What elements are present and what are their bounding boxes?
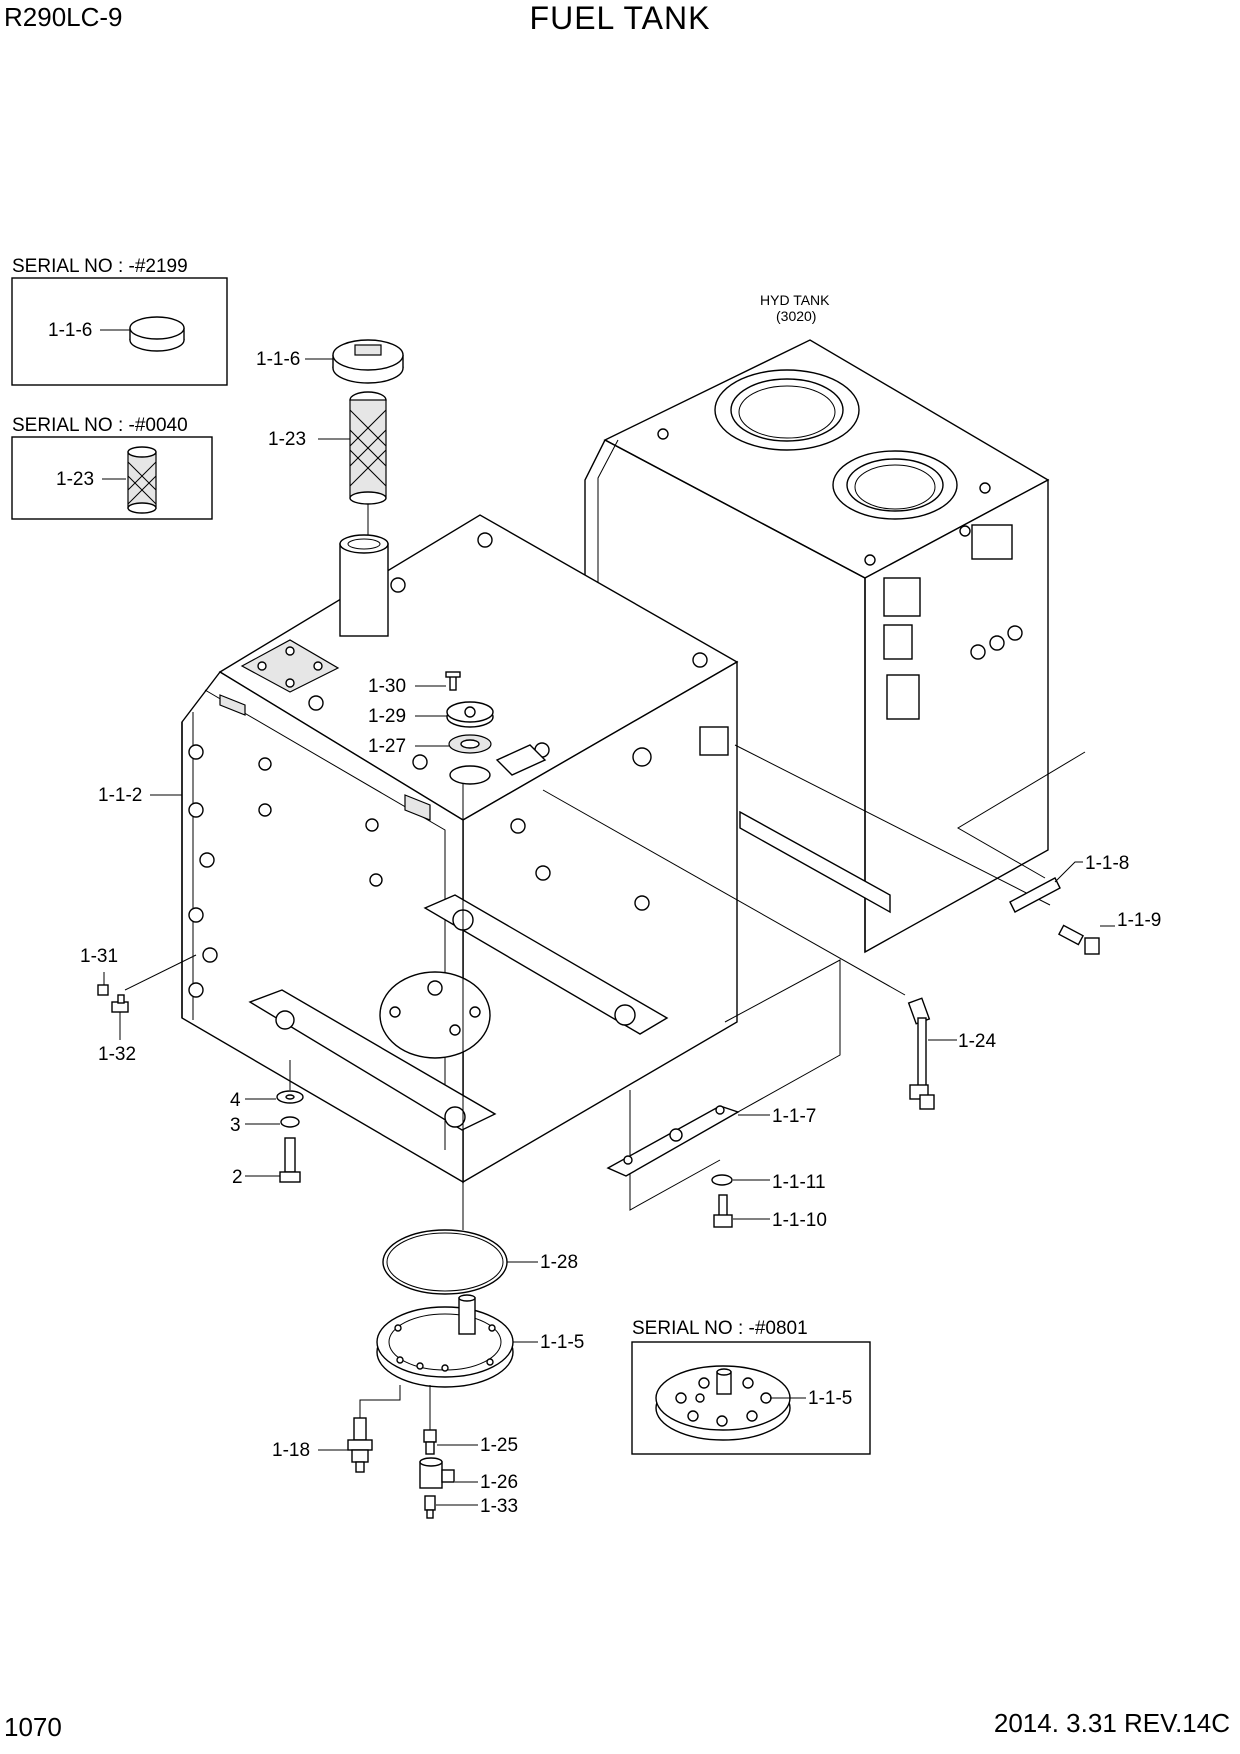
lock-washer-icon	[280, 1116, 300, 1128]
plug-icon	[424, 1495, 436, 1519]
o-ring-icon	[382, 1229, 508, 1295]
callout-label: 4	[230, 1090, 241, 1111]
callout-label: 1-1-6	[256, 349, 300, 370]
model-code: R290LC-9	[4, 2, 123, 32]
callout-label: 1-23	[56, 469, 94, 490]
callout-label: 1-30	[368, 676, 406, 697]
cover-plate-icon	[376, 1294, 514, 1388]
callout-label: 1-1-9	[1117, 910, 1161, 931]
gasket-icon	[448, 734, 492, 754]
callout-label: 1-25	[480, 1435, 518, 1456]
inset-serial-0801: SERIAL NO : -#0801 1-1-5	[631, 1318, 871, 1455]
bolt-icon	[713, 1194, 733, 1228]
callout-label: 1-18	[272, 1440, 310, 1461]
page-title: FUEL TANK	[529, 0, 711, 36]
connector-icon	[423, 1429, 437, 1455]
level-gauge-icon	[907, 997, 935, 1110]
fuel-cap-icon	[332, 339, 404, 384]
hyd-tank-code: (3020)	[776, 308, 816, 324]
inset-frame	[11, 436, 213, 520]
inset-serial-0040: SERIAL NO : -#0040 1-23	[11, 415, 213, 520]
callout-label: 1-31	[80, 946, 118, 967]
callout-label: 1-1-7	[772, 1106, 816, 1127]
callout-label: 1-1-5	[540, 1332, 584, 1353]
callout-label: 1-32	[98, 1044, 136, 1065]
callout-label: 1-28	[540, 1252, 578, 1273]
washer-icon	[276, 1090, 304, 1104]
page-number: 1070	[4, 1712, 62, 1742]
callout-label: 1-27	[368, 736, 406, 757]
elbow-icon	[419, 1457, 455, 1489]
callout-label: 1-1-2	[98, 785, 142, 806]
gauge-screw-icon	[445, 671, 461, 691]
hyd-tank-label: HYD TANK	[760, 292, 830, 308]
bracket-plate-icon	[1009, 877, 1061, 913]
inset-serial-label: SERIAL NO : -#0801	[632, 1318, 808, 1339]
callout-label: 1-1-11	[772, 1172, 826, 1193]
callout-label: 1-29	[368, 706, 406, 727]
drain-valve-icon	[347, 1417, 373, 1473]
gauge-flange-icon	[446, 701, 494, 728]
callout-label: 1-1-8	[1085, 853, 1129, 874]
plug-icon	[97, 984, 129, 1013]
strainer-icon	[127, 446, 157, 514]
inset-frame	[631, 1341, 871, 1455]
callout-label: 1-24	[958, 1031, 996, 1052]
leg-bracket-icon	[606, 1105, 740, 1177]
cap-icon	[129, 316, 185, 352]
callout-label: 1-23	[268, 429, 306, 450]
inset-serial-label: SERIAL NO : -#0040	[12, 415, 188, 436]
inset-serial-2199: SERIAL NO : -#2199 1-1-6	[11, 256, 228, 386]
washer-icon	[711, 1174, 733, 1186]
fuel-tank-body	[181, 514, 1051, 1230]
inset-frame	[11, 277, 228, 386]
callout-label: 1-33	[480, 1496, 518, 1517]
callout-label: 2	[232, 1167, 243, 1188]
callout-label: 1-26	[480, 1472, 518, 1493]
callout-label: 1-1-6	[48, 320, 92, 341]
strainer-icon	[349, 391, 387, 505]
hex-bolt-icon	[1057, 924, 1100, 955]
inset-serial-label: SERIAL NO : -#2199	[12, 256, 188, 277]
bolt-icon	[279, 1137, 301, 1183]
callout-label: 1-1-10	[772, 1210, 827, 1231]
callout-label: 3	[230, 1115, 241, 1136]
cover-plate-icon	[655, 1365, 791, 1441]
revision-date: 2014. 3.31 REV.14C	[993, 1708, 1230, 1738]
callout-label: 1-1-5	[808, 1388, 852, 1409]
